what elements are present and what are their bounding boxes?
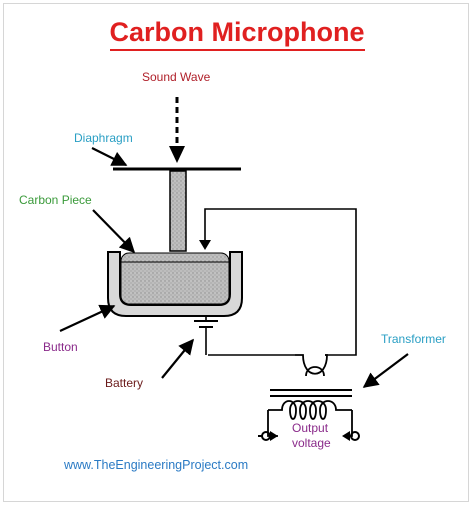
label-output-line1: Output bbox=[292, 421, 329, 435]
output-right-arrow bbox=[342, 431, 350, 441]
label-transformer: Transformer bbox=[381, 332, 446, 346]
wire-arrow-head bbox=[199, 240, 211, 250]
label-diaphragm: Diaphragm bbox=[74, 131, 133, 145]
button-cup bbox=[107, 251, 243, 317]
label-carbon-piece: Carbon Piece bbox=[19, 193, 92, 207]
label-pointers bbox=[59, 147, 409, 388]
battery-symbol bbox=[194, 320, 218, 328]
label-button: Button bbox=[43, 340, 78, 354]
sound-wave-arrow bbox=[169, 97, 185, 163]
transformer-core bbox=[270, 389, 352, 397]
figure-title: Carbon Microphone bbox=[0, 17, 474, 51]
carbon-granules bbox=[120, 252, 230, 305]
label-output-line2: voltage bbox=[292, 436, 331, 450]
footer-website: www.TheEngineeringProject.com bbox=[64, 458, 249, 472]
output-left-arrow bbox=[270, 431, 278, 441]
transformer-primary-coil bbox=[295, 354, 328, 377]
circuit-wire bbox=[204, 208, 357, 356]
figure-title-text: Carbon Microphone bbox=[109, 17, 365, 51]
carbon-rod bbox=[169, 170, 187, 252]
label-battery: Battery bbox=[105, 376, 144, 390]
label-sound-wave: Sound Wave bbox=[142, 70, 211, 84]
figure-border bbox=[3, 3, 469, 502]
